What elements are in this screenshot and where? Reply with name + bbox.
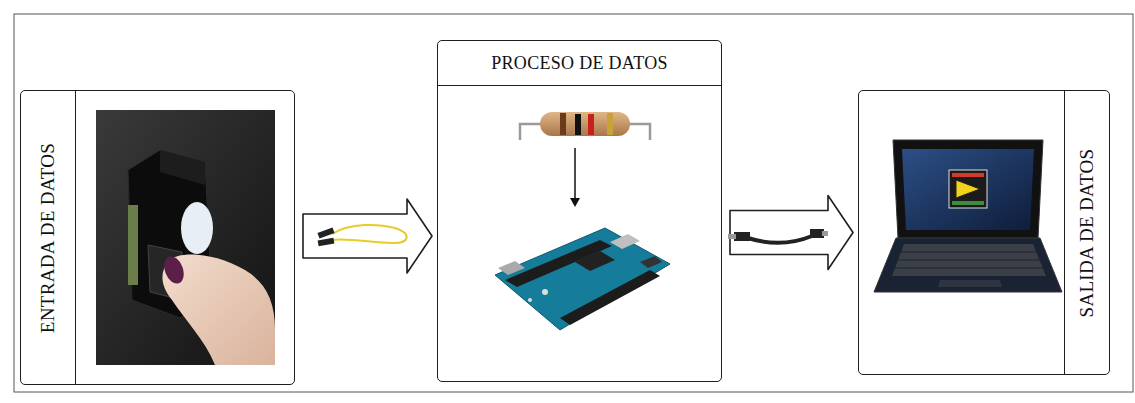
panel-box: SALIDA DE DATOS	[858, 90, 1110, 375]
usb-cable	[728, 229, 828, 243]
laptop-labview	[874, 140, 1062, 292]
internal-arrow	[570, 148, 580, 207]
panel-box: ENTRADA DE DATOS	[20, 90, 295, 385]
resistor-symbol	[520, 112, 650, 140]
outer-frame	[14, 14, 1133, 392]
heading-band: SALIDA DE DATOS	[1064, 91, 1109, 374]
panel-box: PROCESO DE DATOS	[437, 40, 722, 382]
heading-band: PROCESO DE DATOS	[438, 41, 721, 86]
fingerprint-sensor-photo	[96, 110, 275, 365]
jumper-wire	[317, 225, 406, 246]
panel-heading: ENTRADA DE DATOS	[37, 142, 59, 332]
panel-heading: SALIDA DE DATOS	[1076, 148, 1098, 317]
block-arrow	[730, 196, 853, 270]
panel-heading: PROCESO DE DATOS	[491, 53, 668, 74]
block-arrow	[303, 199, 432, 273]
arduino-board	[495, 228, 670, 330]
heading-band: ENTRADA DE DATOS	[21, 91, 76, 384]
